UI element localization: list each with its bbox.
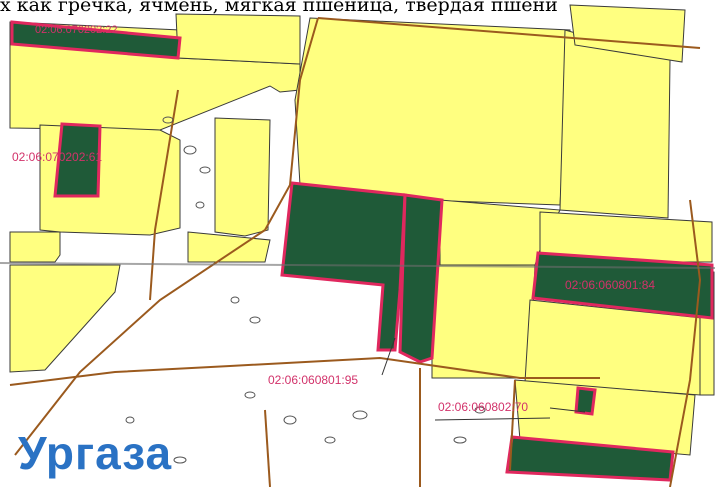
field	[9, 264, 121, 373]
field	[9, 231, 61, 263]
parcel-060801-84	[531, 251, 714, 320]
parcel-layer	[10, 20, 714, 482]
field	[559, 29, 671, 219]
parcel-060802-70	[574, 386, 597, 416]
field	[214, 117, 271, 237]
vegetation-marks	[125, 116, 486, 464]
road	[9, 356, 600, 386]
road	[14, 17, 319, 456]
document-caption-text: х как гречка, ячмень, мягкая пшеница, тв…	[0, 0, 558, 16]
road	[669, 199, 702, 487]
parcel-070202-61	[53, 122, 102, 198]
leader-lines	[381, 337, 586, 421]
parcel-label-060801-84: 02:06:060801:84	[565, 278, 656, 292]
field	[431, 264, 536, 379]
road	[149, 89, 179, 301]
road	[317, 17, 701, 49]
field	[187, 231, 271, 263]
parcel-label-060801-95: 02:06:060801:95	[268, 373, 359, 387]
parcel-label-070202-61: 02:06:070202:61	[12, 150, 103, 164]
field	[569, 4, 686, 63]
field	[539, 211, 713, 263]
scan-fold-line	[0, 262, 715, 269]
parcel-060801-95-strip	[398, 193, 444, 364]
parcel-060802-70-south	[505, 435, 675, 482]
field	[514, 379, 696, 456]
field	[294, 17, 571, 206]
parcel-label-060802-70: 02:06:060802:70	[438, 400, 529, 414]
road	[264, 409, 271, 487]
parcel-label-070202-22: 02:06:070202:22	[35, 24, 118, 36]
road	[509, 379, 516, 471]
field	[175, 13, 301, 65]
road-layer	[9, 17, 702, 487]
place-name-label: Ургаза	[18, 427, 173, 479]
parcel-070202-22	[10, 20, 182, 60]
